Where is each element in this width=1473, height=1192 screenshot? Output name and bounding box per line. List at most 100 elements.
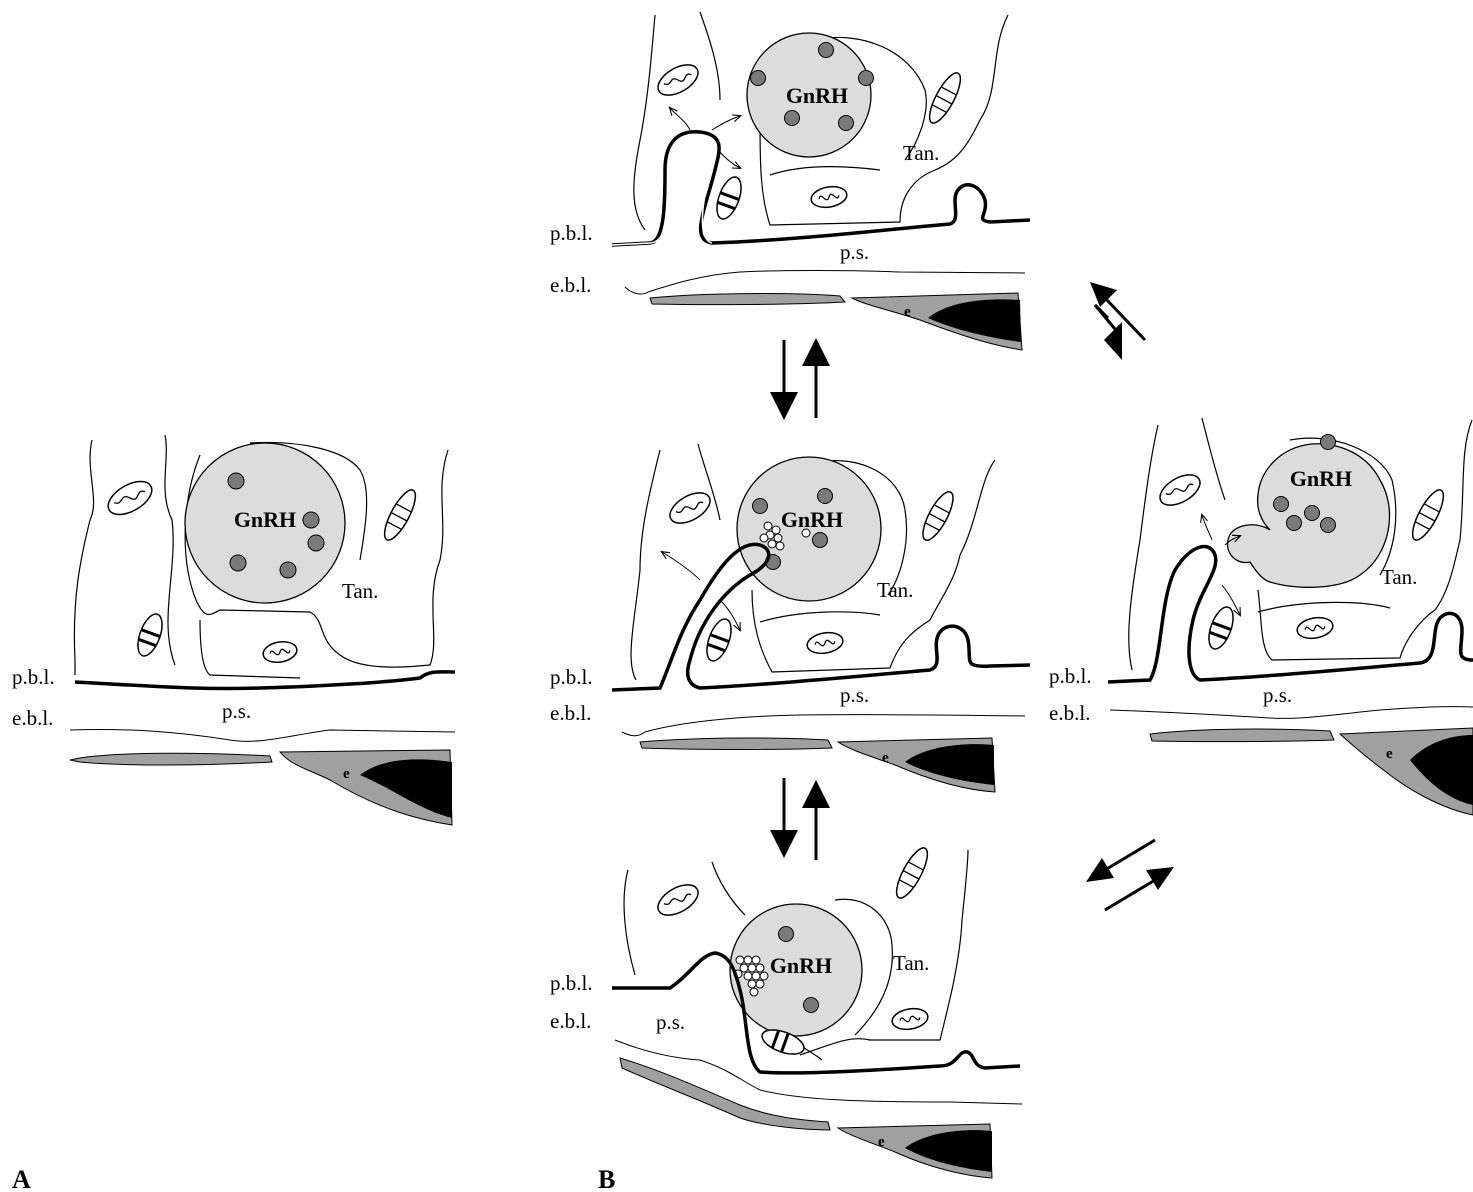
gnrh-dot xyxy=(1274,497,1289,512)
tanycyte-endfoot-arrow xyxy=(662,552,700,580)
ebl-label: e.b.l. xyxy=(550,1009,591,1033)
gnrh-dot xyxy=(753,499,768,514)
endothelium-thin xyxy=(640,738,832,750)
gnrh-dot xyxy=(1305,506,1320,521)
tanycyte-outline xyxy=(712,862,745,915)
tanycyte-label: Tan. xyxy=(877,578,913,602)
gnrh-dot xyxy=(280,562,296,578)
mitochondrion xyxy=(917,488,958,544)
mitochondrion xyxy=(891,844,933,902)
mitochondrion xyxy=(1204,604,1238,652)
arrow-diagonal-head xyxy=(1090,282,1117,307)
endothelium-label: e xyxy=(343,766,350,782)
gnrh-dot xyxy=(230,555,246,571)
perivascular-space-label: p.s. xyxy=(222,699,251,723)
panel-a: GnRH Tan. p.b.l. e.b.l. p.s. e xyxy=(12,435,455,825)
gnrh-label: GnRH xyxy=(781,507,843,532)
panel-b-top: GnRH Tan. p.b.l. p.s. e.b.l. e xyxy=(550,12,1030,350)
mitochondrion xyxy=(653,59,703,102)
tanycyte-outline xyxy=(1258,602,1390,612)
tanycyte-outline xyxy=(1129,425,1158,670)
tanycyte-endfoot-arrow xyxy=(712,116,740,130)
mitochondrion xyxy=(1155,469,1205,512)
arrow-down-head xyxy=(770,830,798,858)
mitochondrion xyxy=(712,174,746,222)
gnrh-label: GnRH xyxy=(770,953,832,978)
mitochondrion xyxy=(924,69,966,127)
gnrh-dot xyxy=(818,489,833,504)
arrow-up-head xyxy=(802,780,830,808)
arrow-diagonal-head xyxy=(1146,867,1174,890)
gnrh-dot xyxy=(1287,516,1302,531)
tanycyte-outline xyxy=(634,15,655,230)
gnrh-dot xyxy=(819,43,834,58)
perivascular-space-label: p.s. xyxy=(840,683,869,707)
arrow-diagonal xyxy=(1105,880,1155,910)
endothelial-basal-lamina xyxy=(70,729,455,741)
arrow-diagonal-head xyxy=(1086,858,1114,882)
pbl-label: p.b.l. xyxy=(550,665,593,689)
tanycyte-outline xyxy=(624,870,635,975)
tanycyte-label: Tan. xyxy=(1381,565,1417,589)
ebl-label: e.b.l. xyxy=(1049,701,1090,725)
mitochondrion xyxy=(1407,486,1449,544)
ebl-label: e.b.l. xyxy=(550,273,591,297)
tanycyte-label: Tan. xyxy=(893,951,929,975)
endothelium-thin xyxy=(70,753,272,765)
panel-b-middle: GnRH Tan. p.b.l. p.s. e.b.l. e xyxy=(550,444,1030,792)
tanycyte-outline xyxy=(631,450,660,680)
tanycyte-endfoot-arrow xyxy=(670,108,690,130)
panel-b-bottom: GnRH Tan. p.b.l. e.b.l. p.s. e xyxy=(550,844,1022,1178)
endothelium-label: e xyxy=(904,304,911,320)
gnrh-dot xyxy=(859,71,874,86)
gnrh-label: GnRH xyxy=(1290,466,1352,491)
mitochondrion xyxy=(810,184,849,210)
gnrh-label: GnRH xyxy=(786,83,848,108)
arrow-up-head xyxy=(802,338,830,366)
tanycyte-label: Tan. xyxy=(903,141,939,165)
tanycyte-outline xyxy=(770,167,880,175)
endothelial-basal-lamina xyxy=(1110,707,1473,719)
tanycyte-endfoot-arrow xyxy=(718,150,740,168)
tanycyte-label: Tan. xyxy=(342,579,378,603)
gnrh-dot xyxy=(779,927,794,942)
endothelial-basal-lamina xyxy=(622,715,1025,736)
gnrh-dot xyxy=(839,116,854,131)
ebl-label: e.b.l. xyxy=(12,706,53,730)
pbl-label: p.b.l. xyxy=(550,221,593,245)
gnrh-dot xyxy=(813,533,828,548)
parenchymal-basal-lamina xyxy=(75,672,455,689)
gnrh-dot xyxy=(1321,435,1336,450)
mitochondrion xyxy=(702,616,736,664)
perivascular-space-label: p.s. xyxy=(1263,683,1292,707)
tanycyte-outline xyxy=(760,612,880,622)
endothelium-thin xyxy=(620,1058,830,1130)
tanycyte-outline xyxy=(1202,418,1225,500)
tanycyte-outline xyxy=(165,435,175,665)
gnrh-dot xyxy=(785,111,800,126)
mitochondrion xyxy=(1296,615,1335,641)
endothelium-label: e xyxy=(1386,746,1393,762)
mitochondrion xyxy=(379,486,421,544)
endothelium-label: e xyxy=(882,750,889,766)
gnrh-dot xyxy=(751,71,766,86)
endothelial-basal-lamina xyxy=(625,271,1025,295)
gnrh-dot xyxy=(804,998,819,1013)
panel-b-label: B xyxy=(598,1165,615,1192)
gnrh-dot xyxy=(303,512,319,528)
perivascular-space-label: p.s. xyxy=(840,240,869,264)
endothelium-thin xyxy=(1150,729,1334,742)
mitochondrion xyxy=(806,630,845,656)
gnrh-dot xyxy=(1321,518,1336,533)
mitochondrion xyxy=(891,1006,930,1032)
arrow-down-head xyxy=(770,392,798,420)
mitochondrion xyxy=(262,639,299,665)
perivascular-space-label: p.s. xyxy=(656,1010,685,1034)
mitochondrion xyxy=(103,475,158,522)
tanycyte-outline xyxy=(74,440,93,675)
endothelium-thin xyxy=(650,294,845,305)
pbl-label: p.b.l. xyxy=(550,971,593,995)
ebl-label: e.b.l. xyxy=(550,701,591,725)
gnrh-dot xyxy=(228,473,244,489)
